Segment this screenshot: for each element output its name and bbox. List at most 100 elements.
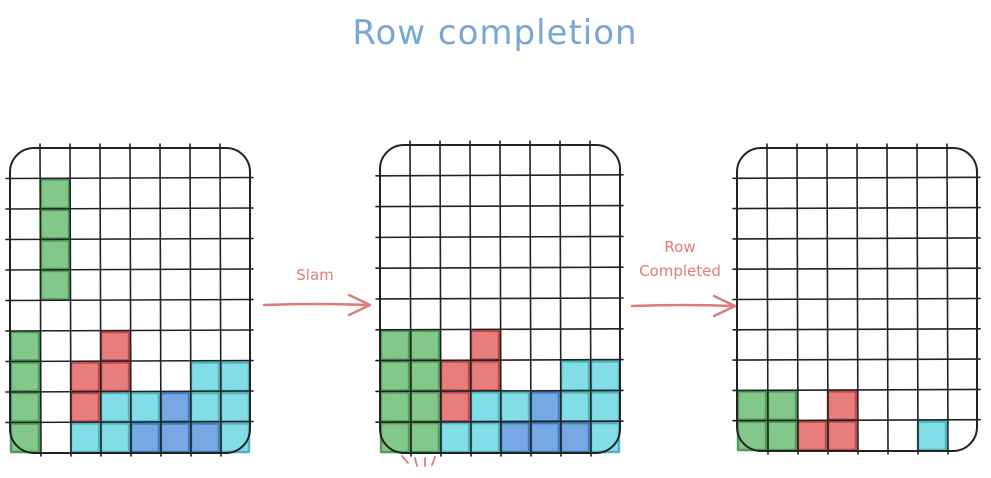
impact-marks	[401, 455, 436, 467]
block-cell-red	[469, 360, 501, 392]
board-after-completion	[732, 143, 981, 455]
arrow-slam-head	[347, 293, 372, 317]
grid-row-line	[732, 327, 981, 331]
arrow-row-completed-label-2: Completed	[639, 262, 721, 280]
block-cell-cyan	[219, 391, 251, 423]
block-cell-blue	[129, 422, 161, 454]
block-cell-green	[736, 390, 768, 421]
block-cell-green	[379, 360, 411, 392]
block-cell-blue	[189, 422, 221, 454]
grid-row-line	[375, 389, 624, 393]
block-cell-green	[409, 329, 441, 361]
block-cell-green	[766, 390, 798, 421]
grid-row-line	[5, 420, 254, 424]
grid-row-line	[5, 237, 254, 241]
grid-row-line	[5, 359, 254, 363]
block-cell-green	[9, 422, 41, 454]
grid-row-line	[732, 358, 981, 361]
block-cell-cyan	[499, 391, 531, 423]
block-cell-cyan	[129, 391, 161, 423]
grid-row-line	[732, 267, 981, 271]
grid-row-line	[5, 268, 254, 271]
grid-row-line	[375, 420, 624, 424]
block-cell-red	[69, 361, 101, 393]
block-cell-cyan	[916, 420, 948, 452]
block-cell-cyan	[589, 391, 621, 423]
block-cell-green	[39, 269, 71, 301]
block-cell-blue	[529, 422, 561, 454]
grid-row-line	[732, 418, 981, 422]
grid-row-line	[732, 297, 981, 301]
block-cell-red	[796, 420, 828, 452]
block-cell-red	[826, 390, 858, 421]
block-cell-green	[736, 420, 768, 452]
block-cell-green	[409, 391, 441, 423]
board-frame	[736, 147, 978, 452]
block-cell-cyan	[439, 422, 471, 454]
arrow-slam-shaft	[262, 302, 370, 307]
block-cell-cyan	[589, 422, 621, 454]
block-cell-cyan	[219, 361, 251, 393]
block-cell-blue	[529, 391, 561, 423]
block-cell-green	[766, 420, 798, 452]
board-frame	[379, 144, 621, 454]
block-cell-blue	[499, 422, 531, 454]
grid-row-line	[375, 297, 624, 300]
grid-row-line	[5, 298, 254, 302]
block-cell-red	[826, 420, 858, 452]
arrow-slam: Slam	[262, 266, 372, 317]
grid-row-line	[375, 327, 624, 331]
board-frame	[9, 147, 251, 454]
block-cell-blue	[159, 422, 191, 454]
block-cell-cyan	[589, 360, 621, 392]
board-before	[5, 143, 254, 457]
block-cell-blue	[559, 422, 591, 454]
block-cell-cyan	[189, 391, 221, 423]
grid-row-line	[5, 207, 254, 210]
grid-row-line	[375, 266, 624, 270]
grid-row-line	[375, 174, 624, 177]
block-cell-green	[39, 208, 71, 240]
block-cell-red	[469, 329, 501, 361]
block-cell-cyan	[469, 422, 501, 454]
grid-row-line	[732, 176, 981, 180]
block-cell-green	[39, 178, 71, 210]
grid-row-line	[5, 176, 254, 180]
block-cell-cyan	[99, 391, 131, 423]
block-cell-green	[9, 330, 41, 362]
grid-row-line	[732, 388, 981, 392]
block-cell-green	[409, 422, 441, 454]
block-cell-green	[9, 361, 41, 393]
block-cell-cyan	[189, 361, 221, 393]
grid-row-line	[375, 358, 624, 362]
block-cell-blue	[159, 391, 191, 423]
block-cell-red	[439, 391, 471, 423]
grid-row-line	[375, 204, 624, 208]
board-after-slam	[375, 140, 624, 457]
grid-row-line	[5, 329, 254, 332]
block-cell-green	[379, 329, 411, 361]
block-cell-green	[379, 422, 411, 454]
arrow-row-completed-shaft	[630, 303, 735, 308]
block-cell-red	[99, 361, 131, 393]
block-cell-cyan	[559, 360, 591, 392]
block-cell-green	[379, 391, 411, 423]
block-cell-green	[9, 391, 41, 423]
block-cell-red	[69, 391, 101, 423]
block-cell-green	[39, 239, 71, 271]
block-cell-red	[99, 330, 131, 362]
block-cell-cyan	[559, 391, 591, 423]
block-cell-green	[409, 360, 441, 392]
block-cell-cyan	[219, 422, 251, 454]
block-cell-red	[439, 360, 471, 392]
block-cell-cyan	[99, 422, 131, 454]
grid-row-line	[732, 237, 981, 240]
block-cell-cyan	[69, 422, 101, 454]
grid-row-line	[732, 206, 981, 210]
grid-row-line	[5, 390, 254, 393]
arrow-slam-label: Slam	[296, 266, 334, 284]
block-cell-cyan	[469, 391, 501, 423]
diagram-title: Row completion	[352, 13, 637, 53]
arrow-row-completed: Row Completed	[630, 238, 737, 318]
